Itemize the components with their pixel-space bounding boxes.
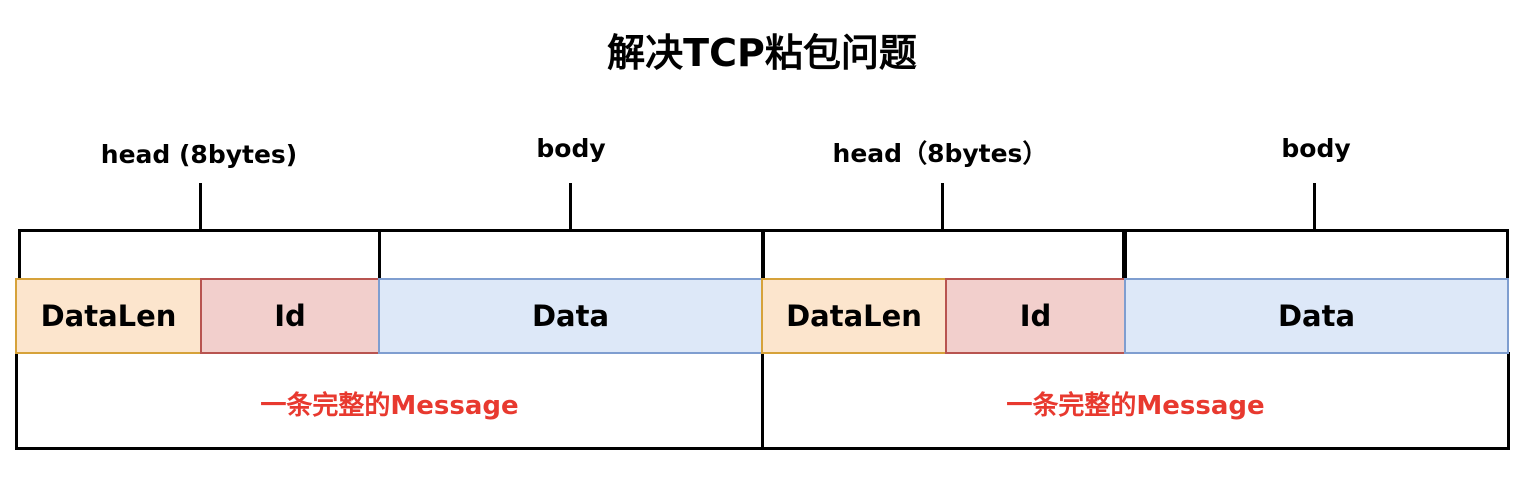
head-connector-2 bbox=[941, 183, 944, 231]
message-box-2: 一条完整的Message bbox=[761, 352, 1510, 450]
field-id-1: Id bbox=[200, 278, 380, 354]
body-connector-1 bbox=[569, 183, 572, 231]
body-label-1: body bbox=[536, 134, 606, 163]
message-label-1: 一条完整的Message bbox=[260, 391, 519, 421]
head-bracket-1 bbox=[18, 229, 381, 279]
field-datalen-1: DataLen bbox=[15, 278, 202, 354]
field-id-2: Id bbox=[945, 278, 1126, 354]
field-datalen-2: DataLen bbox=[761, 278, 947, 354]
message-label-2: 一条完整的Message bbox=[1006, 391, 1265, 421]
head-label-1: head (8bytes) bbox=[100, 140, 298, 169]
body-label-2: body bbox=[1281, 134, 1351, 163]
body-bracket-1 bbox=[378, 229, 764, 279]
body-connector-2 bbox=[1313, 183, 1316, 231]
message-box-1: 一条完整的Message bbox=[15, 352, 764, 450]
field-data-2: Data bbox=[1124, 278, 1509, 354]
field-data-1: Data bbox=[378, 278, 763, 354]
body-bracket-2 bbox=[1122, 229, 1509, 279]
head-label-2: head（8bytes） bbox=[832, 139, 1048, 168]
diagram-title: 解决TCP粘包问题 bbox=[607, 31, 917, 75]
head-connector-1 bbox=[199, 183, 202, 231]
head-bracket-2 bbox=[762, 229, 1127, 279]
